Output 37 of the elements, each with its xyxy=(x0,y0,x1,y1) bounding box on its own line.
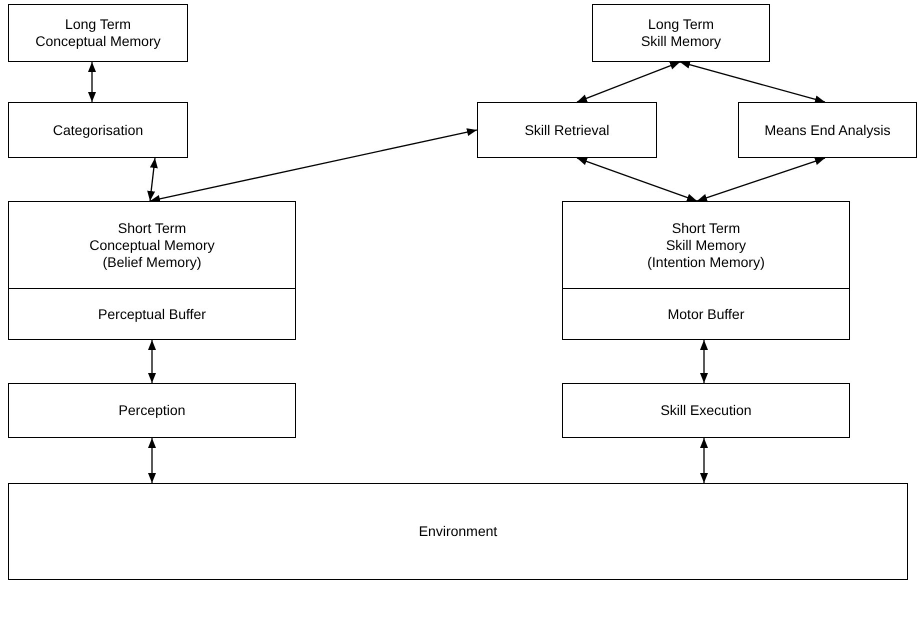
process-box xyxy=(8,483,908,580)
box-label: Short Term Skill Memory xyxy=(664,220,748,254)
box-label: Means End Analysis xyxy=(764,122,891,138)
arrow xyxy=(696,157,826,202)
box-label: Skill Execution xyxy=(660,402,752,419)
process-box xyxy=(738,102,917,158)
arrow xyxy=(576,61,680,103)
arrow xyxy=(88,62,96,102)
box-label: Long Term Skill Memory xyxy=(640,16,722,50)
arrow xyxy=(148,340,156,383)
arrow xyxy=(147,158,158,202)
arrow xyxy=(700,340,708,383)
box-label: Skill Retrieval xyxy=(524,122,610,138)
arrow xyxy=(148,438,156,483)
process-box xyxy=(592,4,770,62)
box-label: Motor Buffer xyxy=(668,306,744,322)
process-box xyxy=(8,102,188,158)
box-label: Environment xyxy=(418,523,498,540)
process-box xyxy=(562,383,850,438)
process-box xyxy=(8,201,296,289)
box-label: (Intention Memory) xyxy=(647,254,765,270)
box-label: Perception xyxy=(118,402,186,419)
process-box xyxy=(8,288,296,340)
process-box xyxy=(562,288,850,340)
box-label: Categorisation xyxy=(52,122,144,138)
arrow xyxy=(700,438,708,483)
process-box xyxy=(8,383,296,438)
box-label: Perceptual Buffer xyxy=(98,306,206,322)
process-box xyxy=(562,201,850,289)
arrow xyxy=(680,60,826,104)
box-label: Long Term Conceptual Memory xyxy=(34,16,162,50)
process-box xyxy=(477,102,657,158)
process-box xyxy=(8,4,188,62)
arrow xyxy=(576,157,698,202)
arrow xyxy=(150,128,478,203)
box-label: Short Term Conceptual Memory xyxy=(88,220,216,254)
box-label: (Belief Memory) xyxy=(102,254,202,270)
